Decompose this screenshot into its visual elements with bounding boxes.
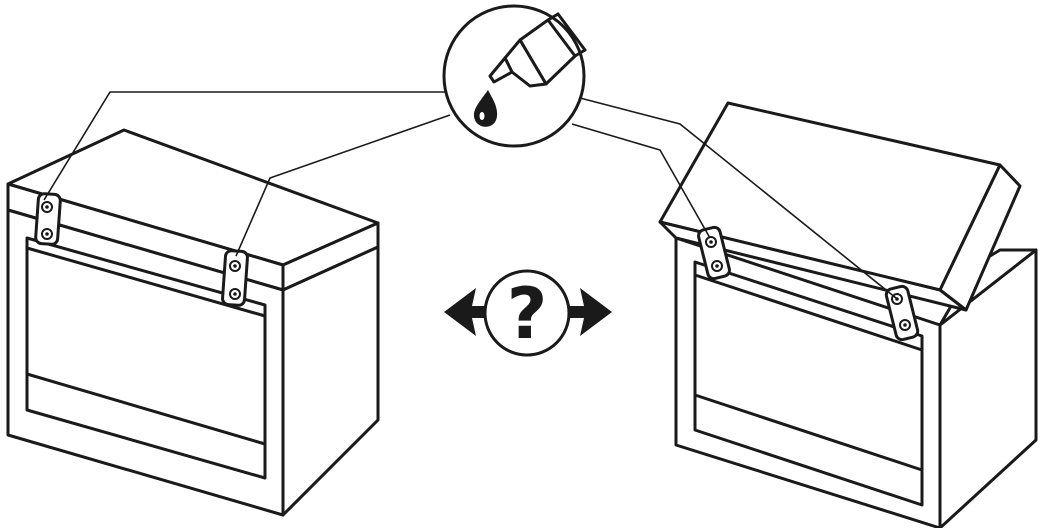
leader-line-closed-left — [43, 91, 448, 201]
leader-line-closed-right — [235, 114, 451, 257]
closed-box — [6, 128, 380, 517]
double-arrow-icon — [444, 288, 612, 336]
glue-callout — [442, 4, 587, 148]
arrow-left-icon — [444, 288, 490, 336]
closed-box-side — [281, 245, 380, 517]
closed-box-hinge-right — [221, 249, 249, 307]
closed-box-bottom-rail — [25, 372, 267, 446]
question-symbol: ? — [507, 273, 548, 355]
open-box-hinge-left — [697, 225, 731, 281]
open-box-bottom-rail — [693, 393, 924, 472]
arrow-right-icon — [566, 288, 612, 336]
open-box-top-rail — [693, 273, 924, 352]
leader-lines — [43, 91, 897, 299]
open-box — [658, 101, 1038, 528]
question-circle — [483, 269, 571, 357]
question-mark-icon: ? — [483, 269, 571, 357]
open-box-front-panel — [693, 260, 924, 507]
closed-box-hinge-left — [34, 192, 62, 246]
glue-callout-circle — [442, 4, 586, 148]
open-box-hinge-right — [884, 284, 920, 342]
leader-line-open-right — [579, 97, 897, 299]
glue-tube-icon — [473, 12, 587, 127]
leader-line-open-left — [571, 123, 711, 239]
closed-box-front-panel — [25, 236, 267, 480]
